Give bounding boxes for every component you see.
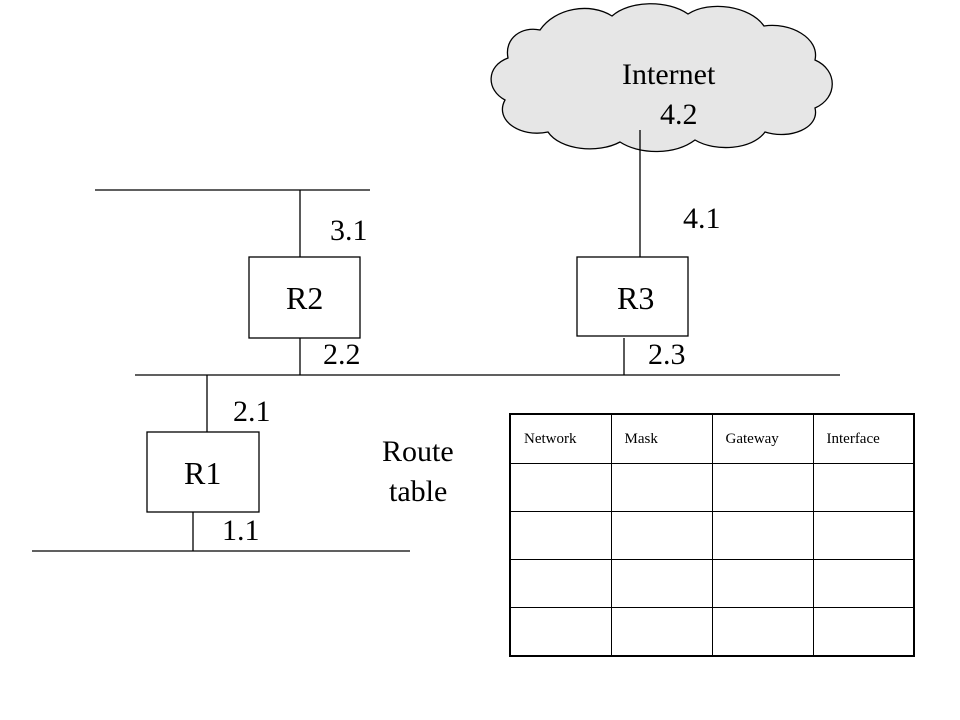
router-r1-name: R1 — [184, 455, 221, 491]
route-table-header-row: Network Mask Gateway Interface — [509, 413, 915, 464]
table-cell — [509, 463, 612, 512]
column-header-mask: Mask — [610, 413, 713, 464]
r3-top-address: 4.1 — [683, 202, 721, 235]
r2-top-address: 3.1 — [330, 214, 368, 247]
r1-top-address: 2.1 — [233, 395, 271, 428]
table-cell — [509, 607, 612, 657]
router-r1-box — [146, 431, 260, 513]
router-r3: R3 — [576, 256, 689, 337]
table-row — [509, 463, 915, 512]
column-header-gateway: Gateway — [711, 413, 814, 464]
table-row — [509, 607, 915, 657]
router-r2-name: R2 — [286, 280, 323, 316]
r2-bottom-address: 2.2 — [323, 338, 361, 371]
router-r3-name: R3 — [617, 280, 654, 316]
router-r1: R1 — [146, 431, 260, 513]
router-r2-box — [248, 256, 361, 339]
r1-bottom-address: 1.1 — [222, 514, 260, 547]
table-cell — [711, 463, 814, 512]
table-cell — [711, 607, 814, 657]
table-cell — [812, 463, 915, 512]
table-cell — [610, 463, 713, 512]
router-r3-box — [576, 256, 689, 337]
route-table-title-line2: table — [389, 475, 447, 508]
table-cell — [711, 511, 814, 560]
table-row — [509, 559, 915, 608]
table-cell — [610, 559, 713, 608]
table-cell — [509, 559, 612, 608]
column-header-interface: Interface — [812, 413, 915, 464]
route-table: Network Mask Gateway Interface — [509, 413, 915, 657]
table-cell — [509, 511, 612, 560]
internet-address: 4.2 — [660, 98, 698, 131]
internet-label: Internet — [622, 58, 716, 91]
column-header-network: Network — [509, 413, 612, 464]
router-r2: R2 — [248, 256, 361, 339]
table-row — [509, 511, 915, 560]
table-cell — [711, 559, 814, 608]
table-cell — [812, 511, 915, 560]
internet-cloud: Internet 4.2 — [490, 3, 833, 153]
table-cell — [610, 511, 713, 560]
table-cell — [812, 559, 915, 608]
r3-bottom-address: 2.3 — [648, 338, 686, 371]
route-table-title-line1: Route — [382, 435, 454, 468]
table-cell — [610, 607, 713, 657]
cloud-shape — [490, 3, 833, 153]
table-cell — [812, 607, 915, 657]
